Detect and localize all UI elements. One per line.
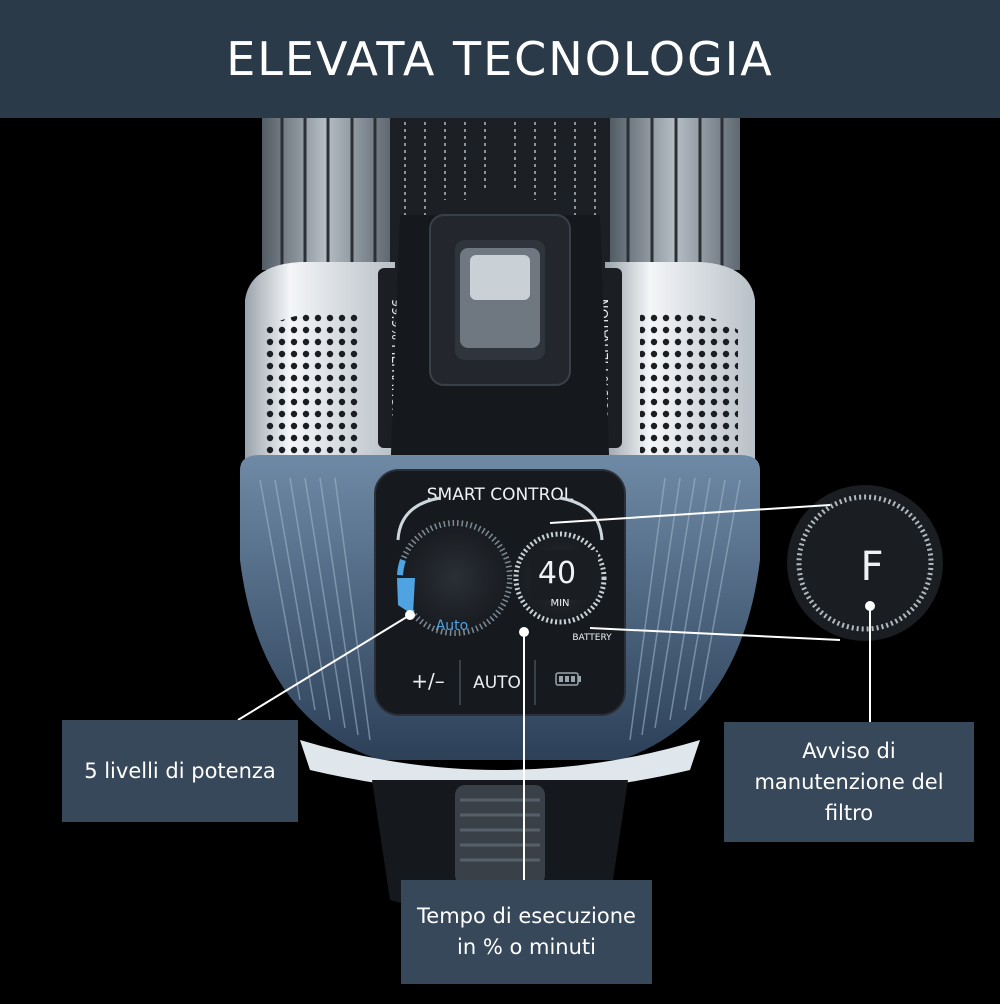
runtime-display: 40 MIN BATTERY [512, 530, 612, 643]
filter-indicator-letter: F [860, 544, 883, 590]
callout-runtime: Tempo di esecuzione in % o minuti [401, 880, 652, 984]
filter-indicator-zoom: F [787, 485, 943, 641]
auto-button-label: AUTO [473, 673, 521, 693]
battery-icon [555, 672, 581, 686]
runtime-unit: MIN [550, 598, 569, 609]
page-title: ELEVATA TECNOLOGIA [226, 32, 774, 86]
callout-power-levels: 5 livelli di potenza [62, 720, 298, 822]
smart-control-panel: SMART CONTROL Auto 40 MIN BATTERY +/ [374, 469, 626, 716]
dust-bin [262, 118, 740, 270]
product-scene: 99.9% FILTRATION 99.9% FILTRATION [0, 118, 1000, 1000]
power-adjust-label: +/– [411, 669, 445, 693]
callout-filter-warning: Avviso di manutenzione del filtro [724, 722, 974, 842]
callout-power-levels-text: 5 livelli di potenza [84, 758, 276, 783]
callout-filter-warning-text: Avviso di manutenzione del filtro [754, 738, 944, 825]
center-column [390, 214, 610, 480]
callout-runtime-text: Tempo di esecuzione in % o minuti [417, 904, 636, 959]
smart-control-label: SMART CONTROL [427, 485, 574, 505]
vacuum-illustration: 99.9% FILTRATION 99.9% FILTRATION [237, 118, 943, 915]
power-adjust-button[interactable]: +/– [385, 655, 458, 707]
callout-lines [237, 504, 875, 880]
power-level-dial: Auto [395, 518, 515, 638]
runtime-value: 40 [538, 556, 576, 591]
motor-housing: 99.9% FILTRATION 99.9% FILTRATION [245, 262, 755, 500]
mode-label: Auto [436, 618, 469, 634]
auto-button[interactable]: AUTO [462, 655, 534, 707]
battery-label: BATTERY [572, 633, 612, 643]
header-banner: ELEVATA TECNOLOGIA [0, 0, 1000, 118]
control-buttons: +/– AUTO [385, 655, 581, 707]
